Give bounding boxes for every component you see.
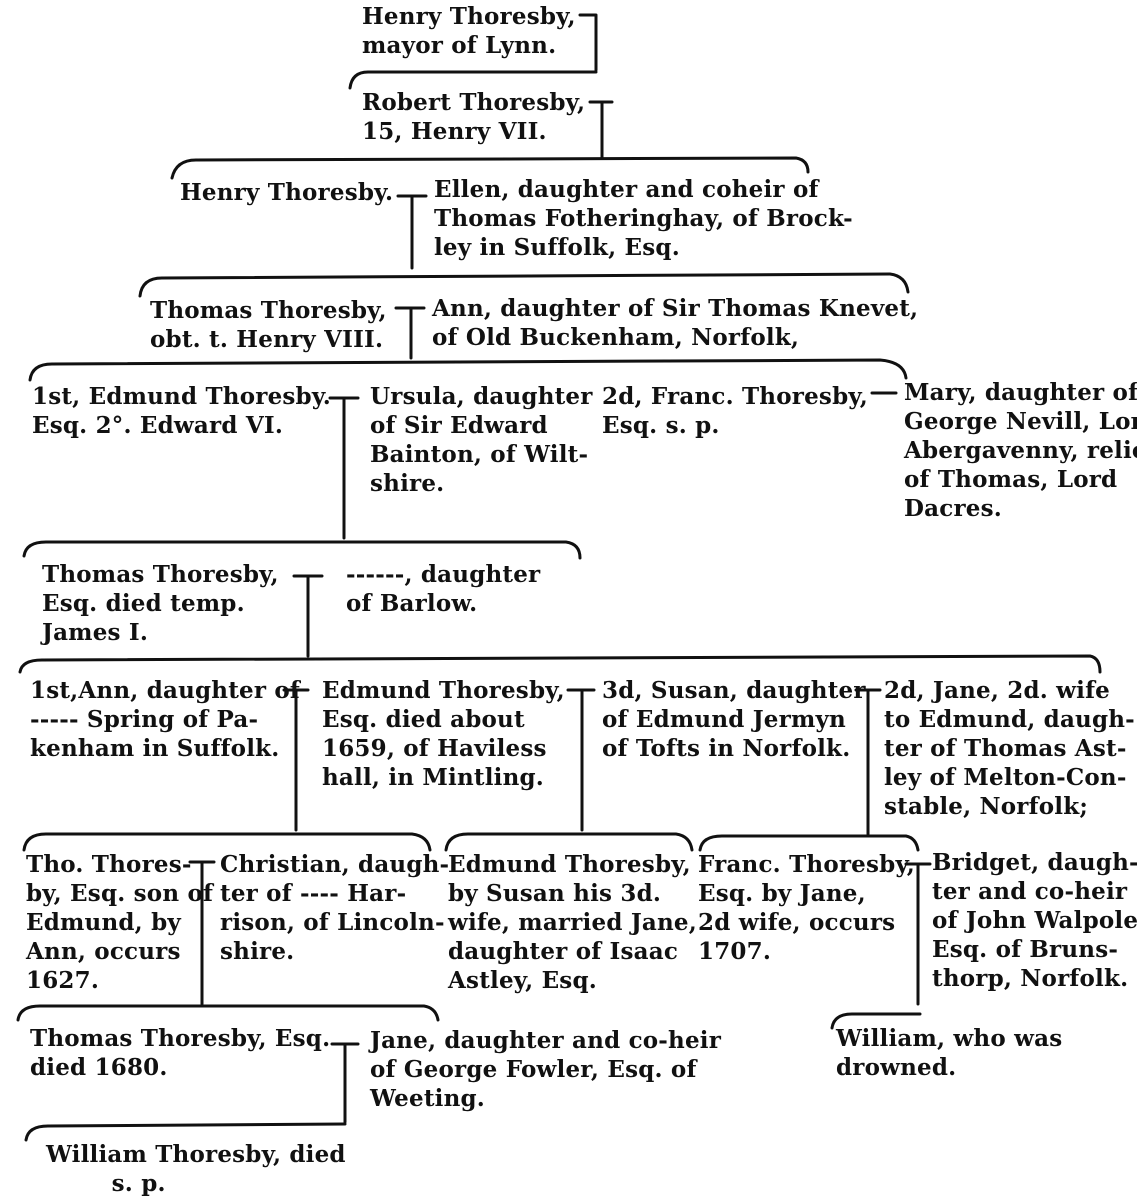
person-mary-nevill: Mary, daughter of George Nevill, Lord Ab… xyxy=(904,379,1137,522)
marriage-mark xyxy=(578,13,598,72)
person-henry-thoresby: Henry Thoresby. xyxy=(180,179,394,206)
person-franc-thoresby-1: 2d, Franc. Thoresby, Esq. s. p. xyxy=(602,383,868,439)
generation-bracket xyxy=(22,832,432,852)
person-christian-harrison: Christian, daugh- ter of ---- Har- rison… xyxy=(220,851,450,965)
marriage-mark xyxy=(292,574,324,658)
generation-bracket xyxy=(16,1004,440,1022)
person-ann-spring: 1st,Ann, daughter of ----- Spring of Pa-… xyxy=(30,677,301,762)
person-edmund-thoresby-2: Edmund Thoresby, Esq. died about 1659, o… xyxy=(322,677,565,791)
generation-bracket xyxy=(24,1122,347,1142)
marriage-mark xyxy=(394,306,426,360)
person-thomas-thoresby-2: Thomas Thoresby, Esq. died temp. James I… xyxy=(42,561,279,646)
person-jane-fowler: Jane, daughter and co-heir of George Fow… xyxy=(370,1027,722,1112)
person-ursula-bainton: Ursula, daughter of Sir Edward Bainton, … xyxy=(370,383,593,497)
generation-bracket xyxy=(830,1012,922,1030)
marriage-mark xyxy=(854,688,882,836)
person-william-thoresby-last: William Thoresby, died s. p. xyxy=(46,1141,346,1197)
marriage-mark xyxy=(396,194,428,270)
person-susan-jermyn: 3d, Susan, daughter of Edmund Jermyn of … xyxy=(602,677,866,762)
marriage-mark xyxy=(188,860,216,1006)
person-william-drowned: William, who was drowned. xyxy=(836,1025,1063,1081)
person-barlow-daughter: ------, daughter of Barlow. xyxy=(346,561,541,617)
marriage-mark xyxy=(588,100,614,160)
marriage-mark xyxy=(330,1042,360,1124)
person-robert-thoresby: Robert Thoresby, 15, Henry VII. xyxy=(362,89,586,145)
person-ellen-fotheringhay: Ellen, daughter and coheir of Thomas Fot… xyxy=(434,176,853,261)
generation-bracket xyxy=(22,540,582,560)
person-franc-thoresby-2: Franc. Thoresby, Esq. by Jane, 2d wife, … xyxy=(698,851,916,965)
generation-bracket xyxy=(348,70,598,90)
marriage-mark xyxy=(282,688,310,832)
generation-bracket xyxy=(444,832,694,852)
person-edmund-thoresby-1: 1st, Edmund Thoresby. Esq. 2°. Edward VI… xyxy=(32,383,331,439)
person-jane-astley: 2d, Jane, 2d. wife to Edmund, daugh- ter… xyxy=(884,677,1135,820)
person-henry-thoresby-mayor: Henry Thoresby, mayor of Lynn. xyxy=(362,3,576,59)
generation-bracket xyxy=(170,156,810,180)
person-bridget-walpole: Bridget, daugh- ter and co-heir of John … xyxy=(932,849,1137,992)
generation-bracket xyxy=(18,654,1102,674)
generation-bracket xyxy=(138,272,910,298)
person-ann-knevet: Ann, daughter of Sir Thomas Knevet, of O… xyxy=(432,295,919,351)
marriage-mark xyxy=(904,862,932,1006)
person-thomas-thoresby-3: Thomas Thoresby, Esq. died 1680. xyxy=(30,1025,331,1081)
marriage-mark xyxy=(566,688,596,832)
person-tho-thoresby: Tho. Thores- by, Esq. son of Edmund, by … xyxy=(26,851,214,994)
person-edmund-thoresby-3: Edmund Thoresby, by Susan his 3d. wife, … xyxy=(448,851,697,994)
marriage-mark xyxy=(328,396,360,540)
generation-bracket xyxy=(698,834,920,852)
person-thomas-thoresby-1: Thomas Thoresby, obt. t. Henry VIII. xyxy=(150,297,387,353)
generation-bracket xyxy=(28,358,908,382)
